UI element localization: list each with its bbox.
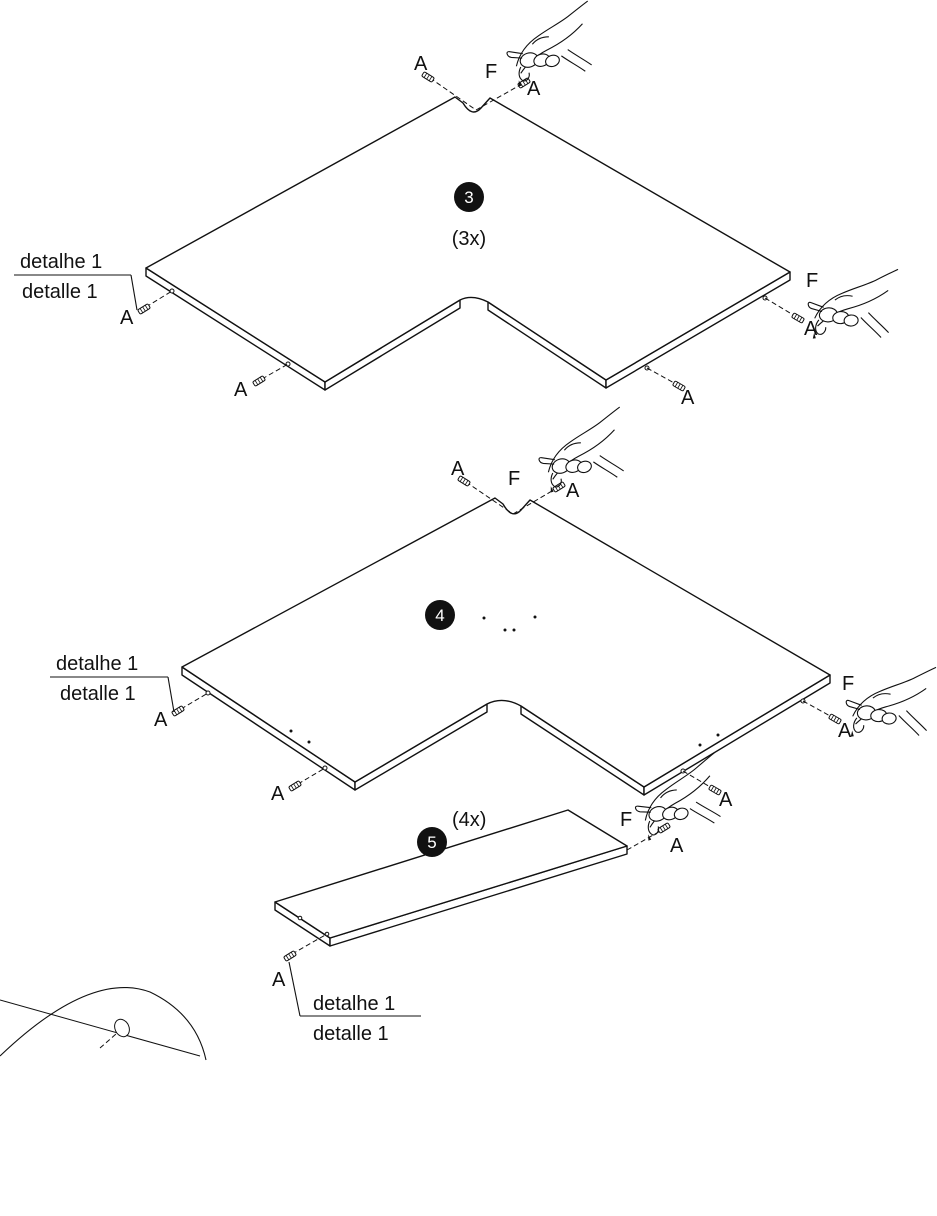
fastener-label: A xyxy=(154,709,168,731)
glue-hand-icon xyxy=(498,0,609,94)
glue-label: F xyxy=(508,468,520,490)
fastener-label: A xyxy=(234,379,248,401)
fastener-label: A xyxy=(271,783,285,805)
glue-hand-icon xyxy=(842,666,937,744)
fastener-label: A xyxy=(670,835,684,857)
step-3-badge: 3 xyxy=(454,182,484,212)
fastener-label: A xyxy=(272,969,286,991)
svg-text:3: 3 xyxy=(464,188,473,207)
fastener-label: A xyxy=(451,458,465,480)
glue-hand-icon xyxy=(530,406,641,500)
glue-label: F xyxy=(842,673,854,695)
fastener-label: A xyxy=(120,307,134,329)
detail-label-es: detalle 1 xyxy=(60,683,136,705)
fastener-label: A xyxy=(838,720,852,742)
detail-label-es: detalle 1 xyxy=(313,1023,389,1045)
fastener-label: A xyxy=(527,78,541,100)
svg-text:5: 5 xyxy=(427,833,436,852)
fastener-label: A xyxy=(804,318,818,340)
detail-label-pt: detalhe 1 xyxy=(20,251,102,273)
step-3-detail-callout: detalhe 1 detalle 1 xyxy=(14,251,138,311)
detail-label-pt: detalhe 1 xyxy=(56,653,138,675)
step-4-panel xyxy=(181,497,831,796)
fastener-label: A xyxy=(566,480,580,502)
detail-magnifier xyxy=(0,986,207,1061)
step-3-quantity: (3x) xyxy=(452,228,486,250)
step-4-detail-callout: detalhe 1 detalle 1 xyxy=(50,653,175,713)
step-5-quantity: (4x) xyxy=(452,809,486,831)
step-4-badge: 4 xyxy=(425,600,455,630)
detail-label-es: detalle 1 xyxy=(22,281,98,303)
fastener-label: A xyxy=(681,387,695,409)
step-4-dowels xyxy=(171,475,842,796)
glue-label: F xyxy=(485,61,497,83)
step-5-badge: 5 xyxy=(417,827,447,857)
glue-hand-icon xyxy=(804,268,906,346)
step-3-dowels xyxy=(137,71,805,392)
fastener-label: A xyxy=(719,789,733,811)
glue-label: F xyxy=(620,809,632,831)
glue-label: F xyxy=(806,270,818,292)
step-3-panel xyxy=(145,96,791,391)
step-5-detail-callout: detalhe 1 detalle 1 xyxy=(288,961,421,1045)
fastener-label: A xyxy=(414,53,428,75)
step-5-panel xyxy=(274,809,628,947)
detail-label-pt: detalhe 1 xyxy=(313,993,395,1015)
svg-text:4: 4 xyxy=(435,606,444,625)
